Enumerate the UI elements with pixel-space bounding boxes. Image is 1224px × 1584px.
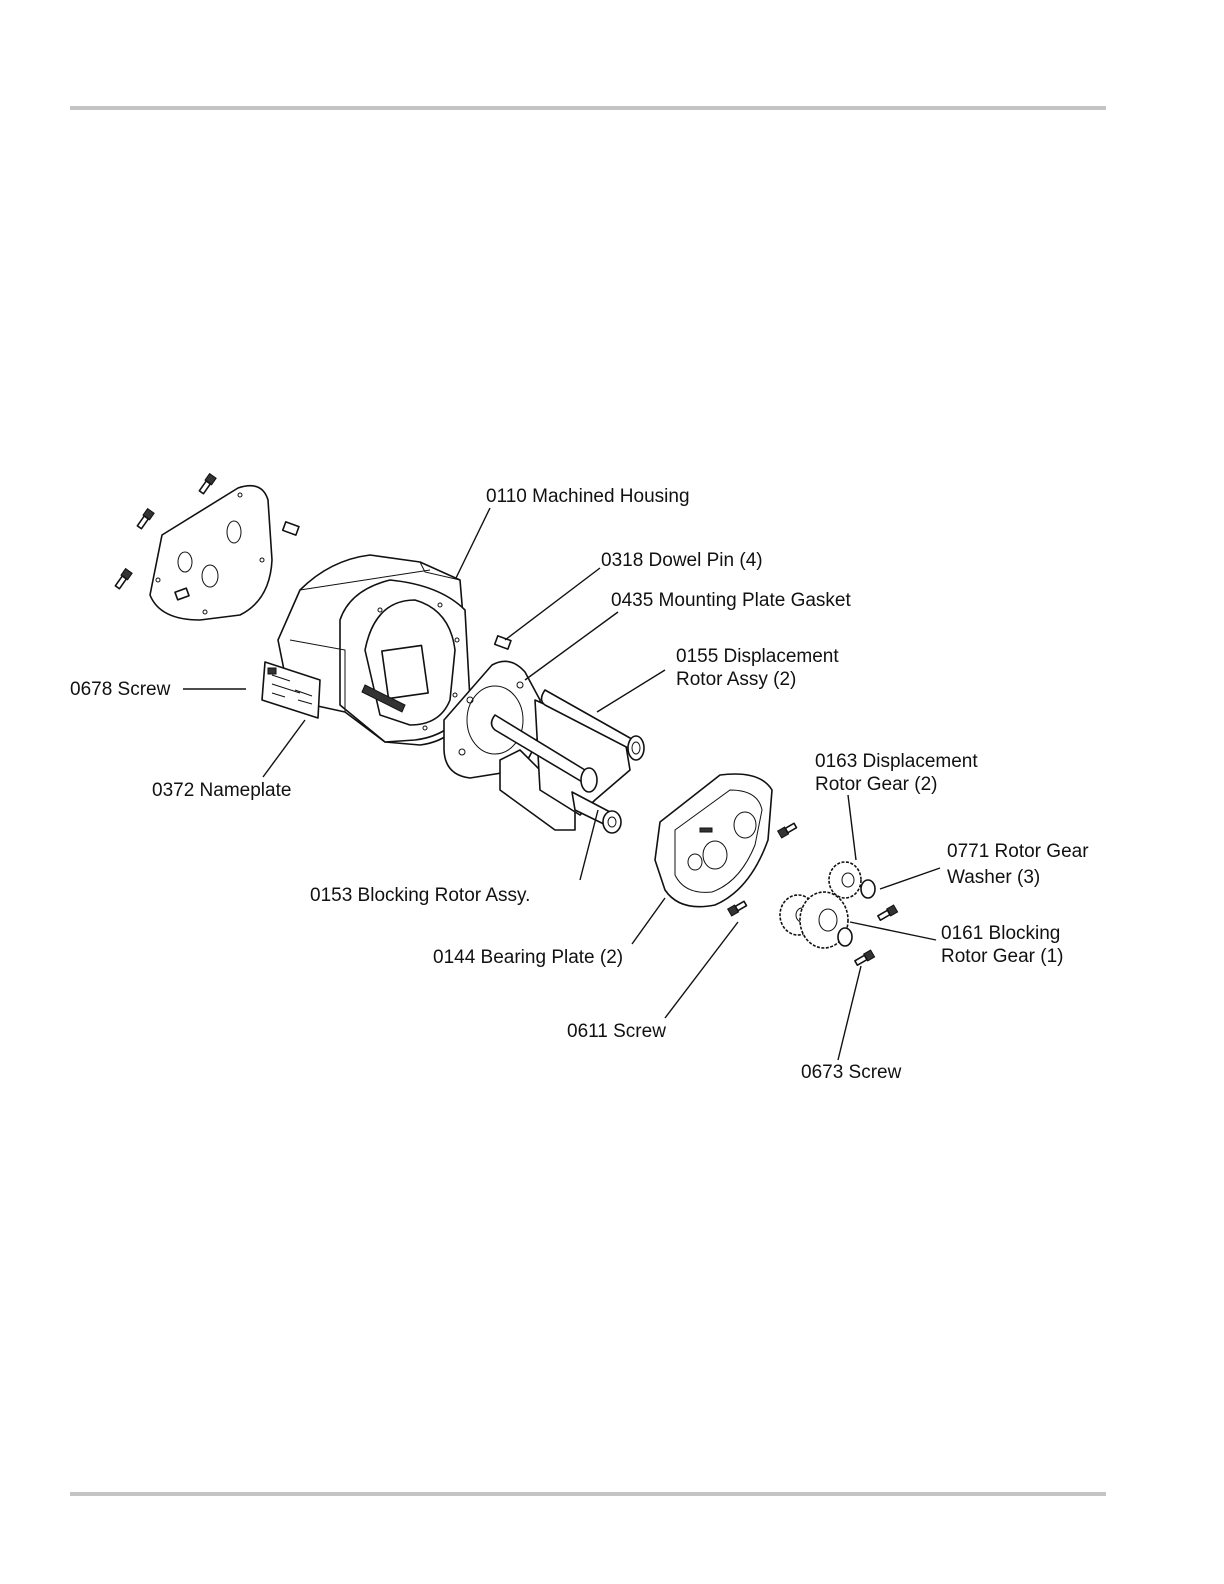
callout-screw-0678: 0678 Screw [70,679,171,700]
machined-housing-part [278,555,470,745]
callout-screw-0611: 0611 Screw [567,1021,666,1042]
screw-0673-part [854,905,897,966]
rear-cover-plate [150,486,272,620]
callout-screw-0673: 0673 Screw [801,1062,902,1083]
callout-machined-housing: 0110 Machined Housing [486,486,690,507]
callout-bearing-plate: 0144 Bearing Plate (2) [433,947,623,968]
callout-blocking-rotor-assy: 0153 Blocking Rotor Assy. [310,885,530,906]
rotor-gears-part [780,862,875,948]
callout-nameplate: 0372 Nameplate [152,780,291,801]
bearing-plate-part [655,774,772,907]
callout-dowel-pin: 0318 Dowel Pin (4) [601,550,763,571]
callout-mounting-plate-gasket: 0435 Mounting Plate Gasket [611,590,851,611]
